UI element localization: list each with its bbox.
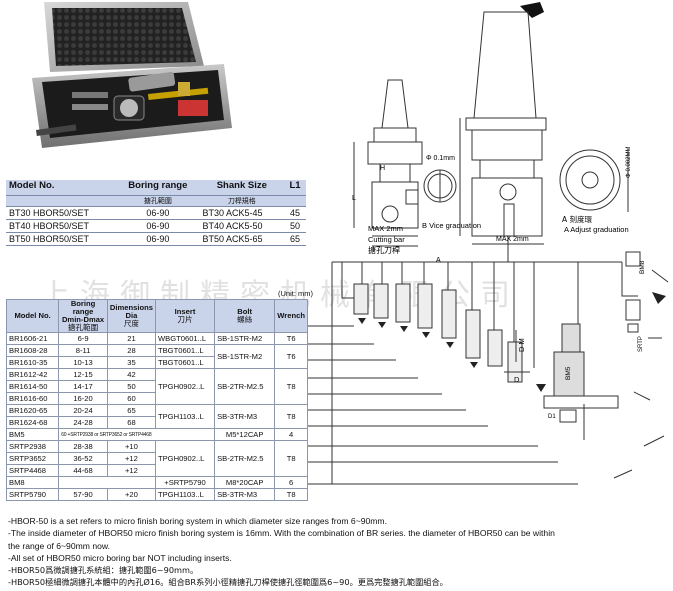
note-line: the range of 6~90mm now. <box>8 540 110 551</box>
col-range: Boring range Dmin-Dmax 搪孔範圍 <box>58 299 108 333</box>
table-row: BT30 HBOR50/SET 06-90 BT30 ACK5-45 45 <box>6 206 306 220</box>
table-row: BR1614-50 14-17 50 <box>5 380 308 393</box>
label-h: H <box>380 165 385 172</box>
table-row: BR1612-42 12-15 42 TPGH0902..L SB-2TR-M2… <box>5 368 308 405</box>
col-model-no: Model No. <box>5 299 60 333</box>
col-boring-range-zh: 搪孔範圍 <box>116 195 200 207</box>
label-a: A <box>436 257 441 264</box>
table-row: BR1624-68 24-28 68 <box>5 416 308 429</box>
label-bm8: BM8 <box>639 260 646 274</box>
table-row: SRTP3652 36-52 +12 <box>5 452 308 465</box>
table-row: BT50 HBOR50/SET 06-90 BT50 ACK5-65 65 <box>6 232 306 246</box>
table-row: BR1616-60 16-20 60 <box>5 392 308 405</box>
tool-kit-case-image <box>32 2 232 148</box>
col-shank-size-zh: 刀桿規格 <box>199 195 285 207</box>
table-row: BR1608-28 8-11 28 TBGT0601..L SB-1STR-M2… <box>5 344 308 369</box>
table-row: BR1610-35 10-13 35 TBGT0601..L <box>5 356 308 369</box>
label-micro-right: Φ 0.002MM <box>626 147 632 178</box>
table-row: SRTP5790 57-90 +20 TPGH1103..L SB-3TR-M3… <box>5 488 308 501</box>
col-l1: L1 <box>284 180 306 196</box>
table-row: BM8 +SRTP5790 M8*20CAP 6 <box>5 476 308 489</box>
note-line: -All set of HBOR50 micro boring bar NOT … <box>8 552 232 563</box>
label-max-right: MAX 2mm <box>496 236 529 243</box>
unit-label: (Unit: mm) <box>278 289 313 298</box>
note-line: -The inside diameter of HBOR50 micro fin… <box>8 528 555 539</box>
label-micro-left: Φ 0.1mm <box>426 155 455 162</box>
note-line: -HBOR-50 is a set refers to micro finish… <box>8 516 387 526</box>
note-line: -HBOR50爲微調搪孔系統組：搪孔範圍6~90mm。 <box>8 565 199 576</box>
label-bm5: BM5 <box>565 366 572 380</box>
label-cutting-bar: Cutting bar <box>368 235 405 244</box>
label-vice-graduation: B Vice graduation <box>422 221 481 230</box>
notes-section: -HBOR-50 is a set refers to micro finish… <box>8 515 668 589</box>
col-wrench: Wrench <box>274 299 308 333</box>
col-insert: Insert 刀片 <box>154 299 216 333</box>
label-dm: D M <box>517 338 526 352</box>
col-boring-range: Boring range <box>116 180 200 196</box>
label-adjust-graduation: A Adjust graduation <box>564 225 629 234</box>
table-row: SRTP2938 28-38 +10 TPGH0902..L SB-2TR-M2… <box>5 440 308 477</box>
table-row: BT40 HBOR50/SET 06-90 BT40 ACK5-50 50 <box>6 219 306 233</box>
col-bolt: Bolt 螺絲 <box>214 299 276 333</box>
note-line: -HBOR50極細微調搪孔本體中的內孔Ø16。組合BR系列小徑精搪孔刀桿使搪孔徑… <box>8 577 448 588</box>
technical-drawing: MAX 2mm Cutting bar 搪孔刀桿 B Vice graduati… <box>308 2 669 485</box>
col-model: Model No. <box>6 180 117 196</box>
set-model-table: Model No. Boring range Shank Size L1 搪孔範… <box>6 180 306 246</box>
label-cutting-bar-zh: 搪孔刀桿 <box>368 245 400 255</box>
col-dims: Dimensions Dia 尺度 <box>106 299 156 333</box>
table-row: BR1620-65 20-24 65 TPGH1103..L SB-3TR-M3… <box>5 404 308 429</box>
label-d1: D1 <box>548 414 556 420</box>
label-srtp: SRTP <box>638 336 644 352</box>
label-adjust-zh: A 刻度環 <box>562 214 593 224</box>
label-d: D <box>514 375 520 384</box>
boring-bar-table: Model No. Boring range Dmin-Dmax 搪孔範圍 Di… <box>5 299 308 501</box>
label-l: L <box>352 195 356 202</box>
col-shank-size: Shank Size <box>199 180 285 196</box>
table-row: BR1606-21 6-9 21 WBGT0601..L SB-1STR-M2 … <box>5 332 308 345</box>
label-max-left: MAX 2mm <box>368 224 403 233</box>
table-row: BM5 60 +SRTP2938 or SRTP3652 or SRTP4468… <box>5 428 308 441</box>
